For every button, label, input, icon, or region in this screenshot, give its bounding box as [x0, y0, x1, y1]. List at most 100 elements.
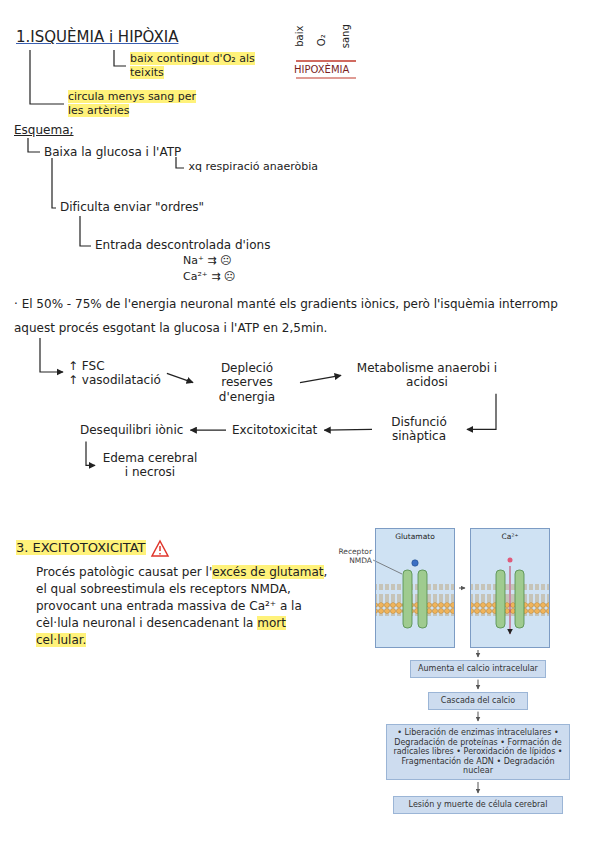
label-box: Ca²⁺ ⇉ ☹: [183, 270, 235, 284]
title: 1.ISQUÈMIA i HIPÒXIA: [16, 28, 178, 46]
label-box: Baixa la glucosa i l'ATP: [44, 145, 181, 160]
node-text: Disfunció sinàptica: [378, 415, 460, 444]
label-box: Na⁺ ⇉ ☹: [183, 254, 231, 268]
node-text: Ca²⁺: [471, 532, 549, 541]
label: Baixa la glucosa i l'ATP: [44, 145, 181, 159]
hook-line: [80, 216, 91, 246]
underline: [296, 77, 356, 78]
label: Ca²⁺ ⇉ ☹: [183, 270, 235, 283]
hook-line: [114, 50, 126, 66]
label: Entrada descontrolada d'ions: [95, 238, 270, 252]
process-box: Lesión y muerte de célula cerebral: [393, 796, 563, 814]
membrane: [375, 584, 455, 616]
flow-step: Desequilibri iònic: [78, 422, 185, 438]
underline: [296, 60, 356, 62]
label-box: sang: [340, 24, 353, 48]
label: Esquema;: [14, 123, 74, 137]
node-text: Edema cerebral i necrosi: [102, 451, 198, 480]
hook-line: [30, 50, 64, 104]
connector-arrow: [459, 588, 465, 589]
drawing-part: [508, 558, 513, 563]
label-box: circula menys sang per les artèries: [68, 90, 208, 118]
label-box: Dificulta enviar "ordres": [60, 200, 204, 215]
hook-line: [28, 138, 40, 152]
drawing-part: [510, 566, 511, 634]
label-box: · El 50% - 75% de l'energia neuronal man…: [14, 292, 586, 340]
drawing-part: [403, 570, 412, 628]
drawing-part: [159, 546, 161, 555]
connector-arrow: [478, 712, 479, 721]
node-text: • Liberación de enzimas intracelulares •…: [392, 728, 564, 776]
connector-arrow: [86, 441, 95, 465]
drawing-part: [152, 541, 168, 556]
connector-arrow: [300, 375, 341, 382]
drawing-part: [412, 560, 418, 566]
label: 3. EXCITOTOXICITAT: [16, 540, 146, 555]
label-box: HIPOXÈMIA: [294, 64, 349, 77]
node-text: Depleció reserves d'energia: [200, 361, 294, 404]
receptor-channel: [496, 558, 524, 635]
title-box: 1.ISQUÈMIA i HIPÒXIA: [16, 28, 178, 47]
connector-arrow: [467, 394, 496, 430]
warning-icon: [152, 541, 168, 556]
flow-step: ↑ FSC↑ vasodilatació: [66, 358, 163, 389]
label: Receptor NMDA: [338, 547, 372, 565]
process-box: • Liberación de enzimas intracelulares •…: [386, 724, 570, 780]
label-box: 3. EXCITOTOXICITAT: [16, 540, 146, 556]
node-text: ↑ FSC: [68, 359, 161, 373]
label: xq respiració anaeròbia: [189, 160, 318, 173]
process-box: Aumenta el calcio intracelular: [410, 660, 546, 678]
receptor-channel: [403, 560, 427, 628]
figure-panel: Glutamato: [375, 528, 455, 648]
connector-arrow: [478, 680, 479, 689]
label: Procés patològic causat per l': [36, 565, 212, 579]
drawing-part: [418, 570, 427, 628]
label: circula menys sang per les artèries: [68, 90, 196, 117]
connector-arrow: [190, 430, 226, 431]
node-text: ↑ vasodilatació: [68, 373, 161, 387]
flow-step: Depleció reserves d'energia: [198, 360, 296, 405]
label: Dificulta enviar "ordres": [60, 200, 204, 214]
label: baix: [294, 26, 305, 47]
drawing-part: [496, 570, 505, 628]
label-box: baix contingut d'O₂ als teixits: [130, 52, 258, 80]
node-text: Excitotoxicitat: [232, 423, 317, 437]
label: sang: [340, 24, 351, 48]
label: baix contingut d'O₂ als teixits: [130, 52, 255, 79]
connector-arrow: [324, 429, 372, 431]
paragraph: Procés patològic causat per l'excés de g…: [36, 564, 328, 649]
label-box: Receptor NMDA: [328, 547, 372, 566]
figure-panel: Ca²⁺: [470, 528, 550, 648]
flow-step: Excitotoxicitat: [230, 422, 319, 438]
node-text: Glutamato: [376, 532, 454, 541]
connector-arrow: [167, 373, 193, 382]
label: excés de glutamat: [212, 565, 323, 579]
flow-step: Disfunció sinàptica: [376, 414, 462, 445]
connector-arrow: [478, 782, 479, 793]
flow-step: Metabolisme anaerobi i acidosi: [346, 360, 508, 391]
hook-line: [52, 158, 56, 208]
label-box: baix: [294, 26, 307, 47]
panel-ground: [375, 528, 455, 648]
drawing-part: [515, 570, 524, 628]
label: O₂: [316, 34, 327, 46]
label: Na⁺ ⇉ ☹: [183, 254, 231, 267]
panel-ground: [470, 528, 550, 648]
node-text: Aumenta el calcio intracelular: [416, 664, 540, 674]
node-text: Metabolisme anaerobi i acidosi: [348, 361, 506, 390]
flow-step: Edema cerebral i necrosi: [100, 450, 200, 481]
label-box: Entrada descontrolada d'ions: [95, 238, 270, 253]
bracket-arrow: [40, 338, 63, 372]
node-text: Desequilibri iònic: [80, 423, 183, 437]
leader-line: [373, 560, 402, 574]
label-box: xq respiració anaeròbia: [188, 160, 318, 174]
connector-arrow: [478, 650, 479, 657]
label: · El 50% - 75% de l'energia neuronal man…: [14, 297, 558, 335]
label-box: Esquema;: [14, 123, 74, 138]
process-box: Cascada del calcio: [428, 692, 528, 710]
node-text: Cascada del calcio: [434, 696, 522, 706]
label: HIPOXÈMIA: [294, 64, 349, 75]
node-text: Lesión y muerte de célula cerebral: [399, 800, 557, 810]
label-box: O₂: [316, 34, 329, 46]
